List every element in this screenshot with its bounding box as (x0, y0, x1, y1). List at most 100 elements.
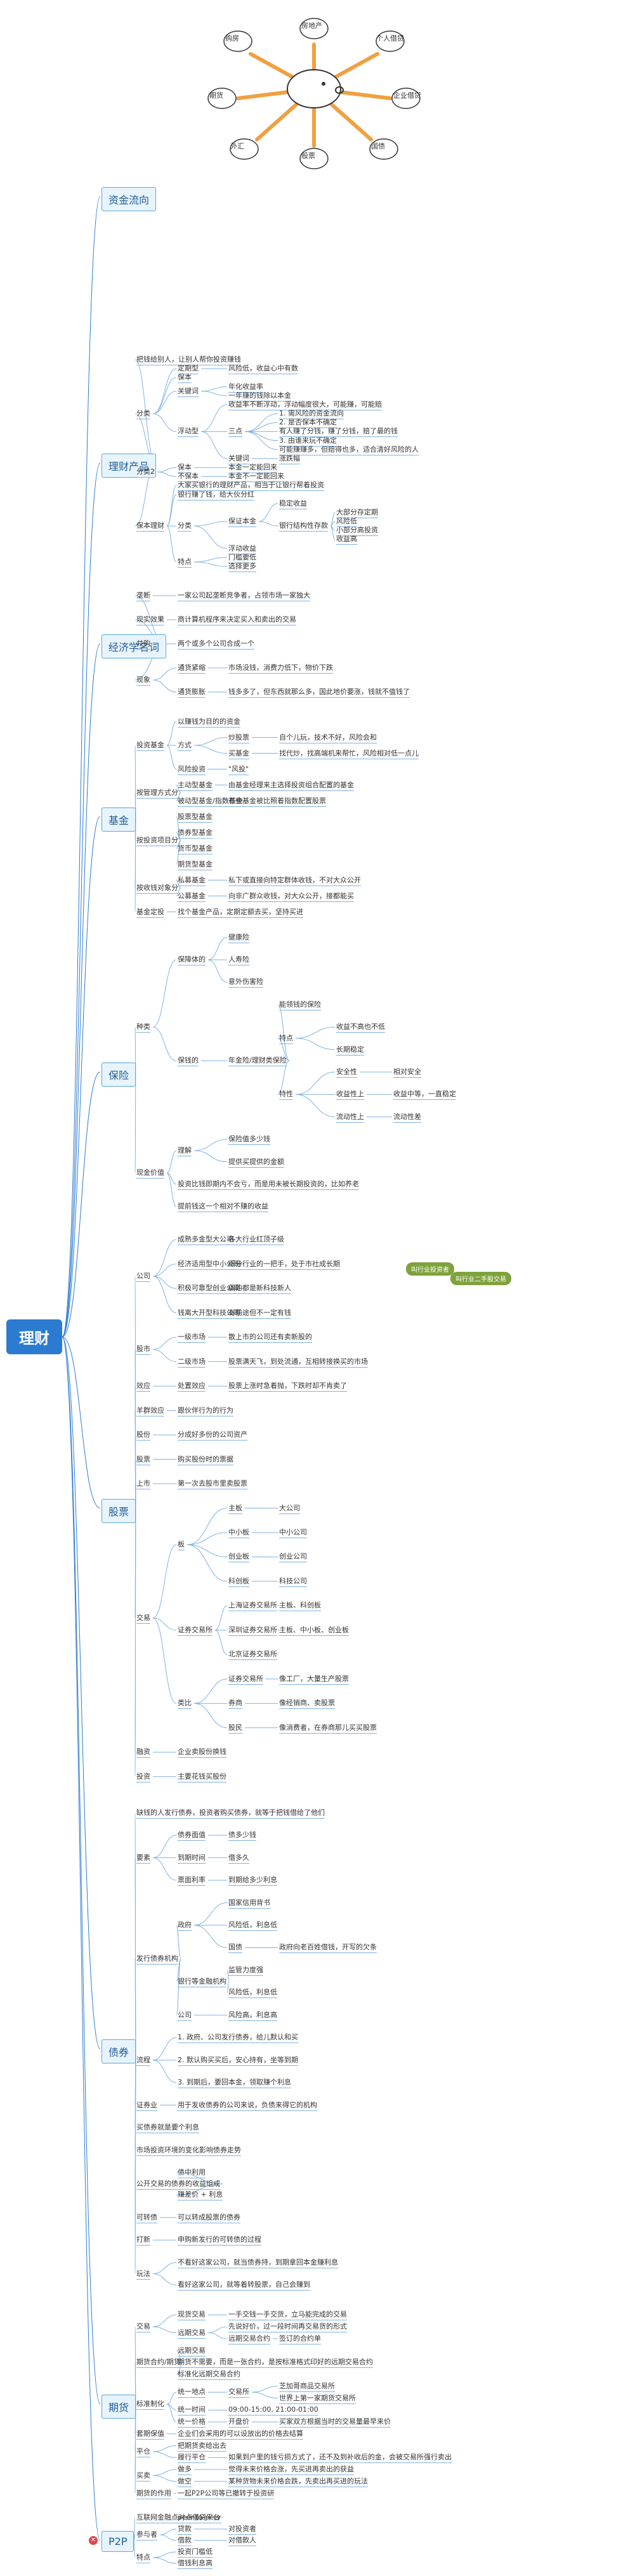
topic-leaf[interactable]: 本金不一定能回来 (228, 472, 284, 483)
topic-leaf[interactable]: 主动型基金 (178, 781, 213, 791)
subtopic[interactable]: 可转债 (136, 2213, 157, 2223)
subtopic[interactable]: 按投资项目分 (136, 836, 178, 846)
topic-leaf[interactable]: 芝加哥商品交易所 (279, 2382, 335, 2392)
topic-leaf[interactable]: 银行结构性存款 (279, 521, 328, 532)
topic-leaf[interactable]: 做空 (178, 2477, 192, 2487)
topic-leaf[interactable]: 理解 (178, 1146, 192, 1156)
subtopic[interactable]: 参与者 (136, 2530, 157, 2540)
topic-leaf[interactable]: 远期交易 (178, 2329, 206, 2339)
topic-leaf[interactable]: 现货交易 (178, 2310, 206, 2321)
topic-leaf[interactable]: 不保本 (178, 472, 199, 483)
topic-leaf[interactable]: 浮动型 (178, 427, 199, 438)
subtopic[interactable]: 羊群效应 (136, 1406, 164, 1416)
topic-leaf[interactable]: 期货不需要，而是一张合约，是按标准格式印好的远期交易合约 (178, 2358, 373, 2369)
topic-leaf[interactable]: 世界上第一家期货交易所 (279, 2394, 356, 2404)
topic-leaf[interactable]: 中小板 (228, 1528, 249, 1538)
topic-leaf[interactable]: 大公司 (279, 1504, 300, 1514)
topic-leaf[interactable]: 票面利率 (178, 1876, 206, 1886)
topic-leaf[interactable]: 私下或直接向特定群体收钱，不对大众公开 (228, 876, 361, 886)
topic-leaf[interactable]: 证券交易所 (228, 1675, 263, 1685)
topic-leaf[interactable]: 国债 (228, 1943, 242, 1954)
subtopic[interactable]: 要素 (136, 1854, 150, 1864)
topic-leaf[interactable]: 偶的都是新科技新人 (228, 1284, 291, 1295)
topic-leaf[interactable]: 有些基金被比照着指数配置股票 (228, 797, 326, 807)
topic-leaf[interactable]: 借多久 (228, 1854, 249, 1864)
topic-leaf[interactable]: 特性 (279, 1090, 293, 1101)
subtopic[interactable]: 保本理财 (136, 521, 164, 532)
topic-leaf[interactable]: 风险高，利息高 (228, 2011, 277, 2021)
topic-leaf[interactable]: 如果到户里的钱亏损方式了，还不及到补收后的金，会被交易所强行卖出 (228, 2453, 452, 2464)
topic-leaf[interactable]: 可以转成股票的债券 (178, 2213, 240, 2223)
topic-leaf[interactable]: 上海证券交易所 (228, 1601, 277, 1612)
topic-leaf[interactable]: 收益高 (336, 535, 357, 546)
topic-leaf[interactable]: 1. 需风险的资金流向 (279, 409, 344, 420)
topic-leaf[interactable]: 市场没钱，消费力低下，物价下跌 (228, 664, 333, 674)
topic-leaf[interactable]: 收益中等，一直稳定 (393, 1090, 456, 1101)
topic-leaf[interactable]: 远期交易 (178, 2346, 206, 2357)
topic-leaf[interactable]: 看好这家公司，就等着转股票，自己会赚到 (178, 2280, 310, 2291)
topic-leaf[interactable]: 保本 (178, 463, 192, 474)
topic-leaf[interactable]: 风险低，利息低 (228, 1921, 277, 1931)
topic-leaf[interactable]: 由基金经理来主选择投资组合配置的基金 (228, 781, 354, 791)
main-branch[interactable]: 债券 (101, 2039, 136, 2063)
topic-leaf[interactable]: 贷款 (178, 2525, 192, 2535)
topic-leaf[interactable]: 标准化远期交易合约 (178, 2370, 240, 2381)
topic-leaf[interactable]: 证券交易所 (178, 1626, 213, 1636)
subtopic[interactable]: 缺钱的人发行债券，投资者购买债券，就等于把钱借给了他们 (136, 1808, 325, 1819)
topic-leaf[interactable]: 长期稳定 (336, 1045, 364, 1056)
topic-leaf[interactable]: 主板、科创板 (279, 1601, 321, 1612)
root-topic[interactable]: 理财 (6, 1319, 62, 1354)
topic-leaf[interactable]: 关键词 (178, 387, 199, 397)
topic-leaf[interactable]: 政府 (178, 1921, 192, 1931)
topic-leaf[interactable]: 安全性 (336, 1068, 357, 1078)
main-branch[interactable]: 保险 (101, 1062, 136, 1087)
topic-leaf[interactable]: 保障体的 (178, 955, 206, 966)
topic-leaf[interactable]: 钱离大开型科技公司 (178, 1309, 240, 1319)
subtopic[interactable]: 效应 (136, 1382, 150, 1392)
topic-leaf[interactable]: 风险低，利息低 (228, 1988, 277, 1999)
subtopic[interactable]: 并购 (136, 639, 150, 650)
subtopic[interactable]: 期货合约/期货 (136, 2358, 181, 2369)
topic-leaf[interactable]: 科技公司 (279, 1577, 307, 1587)
topic-leaf[interactable]: 相对安全 (393, 1068, 421, 1078)
subtopic[interactable]: 打新 (136, 2235, 150, 2246)
topic-leaf[interactable]: 通货紧缩 (178, 664, 206, 674)
subtopic[interactable]: 投资基金 (136, 741, 164, 751)
subtopic[interactable]: 交易 (136, 1614, 150, 1624)
topic-leaf[interactable]: 统一地点 (178, 2388, 206, 2398)
topic-leaf[interactable]: 积极可靠型创业公司 (178, 1284, 240, 1295)
topic-leaf[interactable]: 风险投资 (178, 765, 206, 775)
topic-leaf[interactable]: 向非广群众收钱，对大众公开，接都能买 (228, 892, 354, 902)
subtopic[interactable]: 公司 (136, 1272, 150, 1282)
subtopic[interactable]: 按管理方式分 (136, 788, 178, 799)
topic-leaf[interactable]: 健康险 (228, 933, 249, 943)
topic-leaf[interactable]: 方式 (178, 741, 192, 751)
topic-leaf[interactable]: 本金一定能回来 (228, 463, 277, 474)
topic-leaf[interactable]: 私募基金 (178, 876, 206, 886)
topic-leaf[interactable]: 投资门槛低 (178, 2547, 213, 2558)
topic-leaf[interactable]: 流动性差 (393, 1113, 421, 1123)
topic-leaf[interactable]: 股票型基金 (178, 813, 213, 823)
topic-leaf[interactable]: 3. 到期后，要回本金，领取赚个利息 (178, 2078, 291, 2089)
topic-leaf[interactable]: 主要花钱买股份 (178, 1772, 226, 1782)
topic-leaf[interactable]: 借款 (178, 2536, 192, 2546)
topic-leaf[interactable]: 稳定收益 (279, 499, 307, 509)
topic-leaf[interactable]: 主板、中小板、创业板 (279, 1626, 349, 1636)
topic-leaf[interactable]: 购买股份时的票据 (178, 1455, 233, 1465)
topic-leaf[interactable]: 第一次去股市里卖股票 (178, 1479, 247, 1490)
topic-leaf[interactable]: 觉得未来价格会涨，先买进再卖出的获益 (228, 2465, 354, 2476)
topic-leaf[interactable]: 统一价格 (178, 2417, 206, 2428)
topic-leaf[interactable]: 创业公司 (279, 1552, 307, 1563)
subtopic[interactable]: 把钱给别人，让别人帮你投资赚钱 (136, 355, 241, 366)
topic-leaf[interactable]: 有前途但不一定有钱 (228, 1309, 291, 1319)
topic-leaf[interactable]: 货币型基金 (178, 844, 213, 854)
topic-leaf[interactable]: 一年赚的钱除以本金 (228, 391, 291, 402)
topic-leaf[interactable]: 找个基金产品，定期定额去买，坚持买进 (178, 908, 303, 918)
topic-leaf[interactable]: 保本 (178, 373, 192, 384)
topic-leaf[interactable]: 特点 (178, 558, 192, 568)
topic-leaf[interactable]: 北京证券交易所 (228, 1650, 277, 1661)
topic-leaf[interactable]: 把期货卖给出去 (178, 2442, 226, 2452)
topic-leaf[interactable]: 像消费者，在券商那儿买买股票 (279, 1723, 377, 1734)
topic-leaf[interactable]: 流动性上 (336, 1113, 364, 1123)
topic-leaf[interactable]: 收益性上 (336, 1090, 364, 1101)
